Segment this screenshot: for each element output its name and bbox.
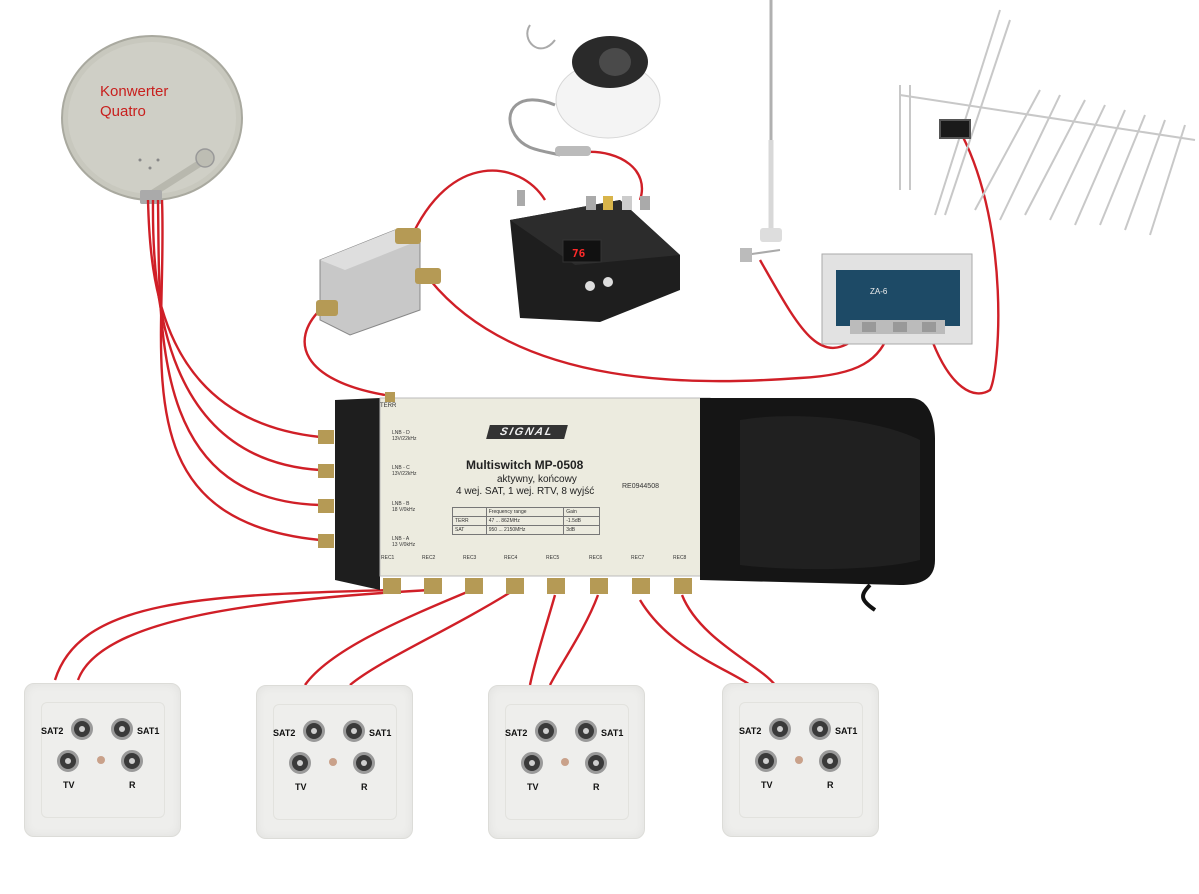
output-label-6: REC6 (589, 555, 603, 561)
satellite-dish (61, 35, 243, 204)
sat1-port-icon (111, 718, 133, 740)
socket-r-label: R (361, 782, 368, 792)
table-header: Frequency range (485, 507, 565, 517)
socket-sat1-label: SAT1 (369, 728, 392, 738)
input-sub-b: 18 V/0kHz (392, 507, 416, 513)
radio-port-icon (121, 750, 143, 772)
socket-sat2-label: SAT2 (273, 728, 296, 738)
sat2-port-icon (535, 720, 557, 742)
led-icon (97, 756, 105, 764)
wall-socket-2: SAT2 SAT1 TV R (256, 685, 413, 839)
table-header: Gain (563, 507, 600, 517)
wall-socket-3: SAT2 SAT1 TV R (488, 685, 645, 839)
socket-sat1-label: SAT1 (601, 728, 624, 738)
dish-label-line2: Quatro (100, 103, 146, 120)
dish-label-line1: Konwerter (100, 83, 169, 100)
radio-port-icon (353, 752, 375, 774)
input-sub-c: 13V/22kHz (392, 471, 417, 477)
sat2-port-icon (303, 720, 325, 742)
socket-sat2-label: SAT2 (41, 726, 64, 736)
multiswitch-model: Multiswitch MP-0508 (466, 458, 584, 472)
multiswitch-desc2: 4 wej. SAT, 1 wej. RTV, 8 wyjść (456, 486, 595, 497)
antenna-amplifier (821, 253, 973, 345)
socket-r-label: R (129, 780, 136, 790)
input-label-c: LNB - C (392, 465, 410, 471)
input-label-a: LNB - A (392, 536, 410, 542)
sat1-port-icon (575, 720, 597, 742)
wall-socket-4: SAT2 SAT1 TV R (722, 683, 879, 837)
socket-r-label: R (593, 782, 600, 792)
tv-port-icon (57, 750, 79, 772)
multiswitch-body (318, 392, 935, 612)
output-label-3: REC3 (463, 555, 477, 561)
amplifier-label: ZA-6 (870, 287, 888, 296)
radio-port-icon (585, 752, 607, 774)
dish-label: Konwerter Quatro (100, 82, 168, 122)
socket-sat1-label: SAT1 (835, 726, 858, 736)
socket-tv-label: TV (295, 782, 307, 792)
output-label-2: REC2 (422, 555, 436, 561)
cables (53, 134, 1000, 686)
led-icon (561, 758, 569, 766)
receiver-display: 76 (572, 247, 586, 260)
output-label-1: REC1 (381, 555, 395, 561)
tv-port-icon (755, 750, 777, 772)
table-cell: SAT (452, 525, 487, 535)
output-label-7: REC7 (631, 555, 645, 561)
cctv-camera (508, 24, 661, 157)
tv-port-icon (289, 752, 311, 774)
splitter (316, 228, 441, 336)
sat2-port-icon (71, 718, 93, 740)
led-icon (329, 758, 337, 766)
led-icon (795, 756, 803, 764)
vertical-antenna (740, 0, 782, 262)
multiswitch-desc1: aktywny, końcowy (497, 474, 577, 485)
yagi-antenna (899, 9, 1196, 236)
socket-tv-label: TV (63, 780, 75, 790)
multiswitch-spec-table: Frequency range Gain TERR 47 ... 862MHz … (452, 507, 600, 535)
socket-sat2-label: SAT2 (739, 726, 762, 736)
table-cell: TERR (452, 516, 487, 526)
sat2-port-icon (769, 718, 791, 740)
socket-tv-label: TV (761, 780, 773, 790)
satellite-receiver (510, 190, 680, 322)
socket-sat1-label: SAT1 (137, 726, 160, 736)
socket-r-label: R (827, 780, 834, 790)
sat1-port-icon (809, 718, 831, 740)
terr-label: TERR (380, 403, 397, 409)
sat1-port-icon (343, 720, 365, 742)
input-sub-d: 13V/22kHz (392, 436, 417, 442)
output-label-4: REC4 (504, 555, 518, 561)
table-cell: 3dB (563, 525, 600, 535)
radio-port-icon (819, 750, 841, 772)
wall-socket-1: SAT2 SAT1 TV R (24, 683, 181, 837)
socket-sat2-label: SAT2 (505, 728, 528, 738)
output-label-5: REC5 (546, 555, 560, 561)
table-cell: -1.5dB (563, 516, 600, 526)
input-label-d: LNB - D (392, 430, 410, 436)
multiswitch-brand: SIGNAL (486, 425, 568, 439)
output-label-8: REC8 (673, 555, 687, 561)
table-header (452, 507, 487, 517)
socket-tv-label: TV (527, 782, 539, 792)
input-label-b: LNB - B (392, 501, 410, 507)
multiswitch-code: RE0944508 (622, 483, 659, 490)
table-cell: 950 ... 2150MHz (485, 525, 565, 535)
tv-port-icon (521, 752, 543, 774)
input-sub-a: 13 V/0kHz (392, 542, 416, 548)
table-cell: 47 ... 862MHz (485, 516, 565, 526)
